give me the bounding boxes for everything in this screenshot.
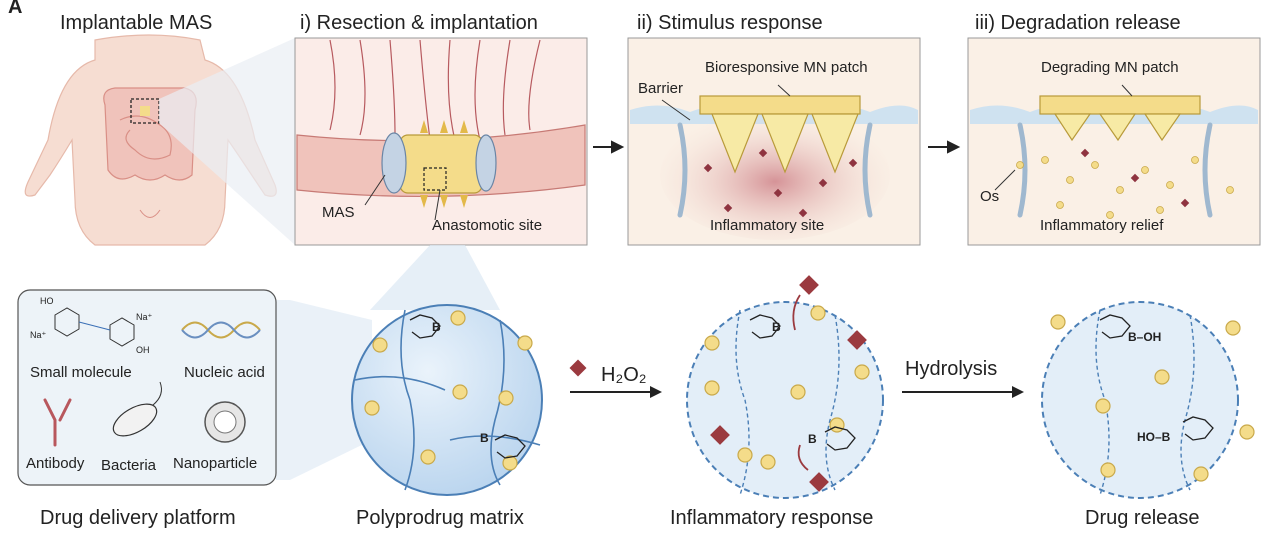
polyprodrug-matrix (351, 304, 543, 496)
chem-na-plus: Na⁺ (136, 312, 153, 322)
stimulus-panel (627, 37, 921, 246)
drug-delivery-platform-box (17, 289, 277, 486)
drug-dots (1016, 156, 1234, 219)
boronate-rings (409, 314, 1214, 459)
small-molecule-label: Small molecule (30, 364, 132, 381)
matrix-boron-2: B (480, 431, 489, 445)
antibody-label: Antibody (26, 455, 85, 472)
zoom-wedge (159, 38, 295, 245)
release-ho-b: HO–B (1137, 430, 1171, 444)
mas-label: MAS (322, 204, 355, 221)
matrix-zoom-wedge (370, 245, 500, 310)
caption-release: Drug release (1085, 507, 1200, 529)
barrier-label: Barrier (638, 80, 684, 97)
chem-ho: HO (40, 296, 54, 306)
bioresponsive-patch-label: Bioresponsive MN patch (705, 59, 868, 76)
degradation-panel (967, 37, 1261, 246)
nucleic-acid-label: Nucleic acid (184, 364, 265, 381)
degrading-patch-label: Degrading MN patch (1041, 59, 1179, 76)
matrix-drugs (364, 310, 533, 471)
chem-oh: OH (136, 345, 150, 355)
h2o2-label: H₂O₂ (601, 364, 647, 386)
matrix-boron-1: B (432, 320, 441, 334)
top-arrows (593, 140, 961, 154)
inflammatory-site-label: Inflammatory site (710, 217, 825, 234)
chem-na-plus-2: Na⁺ (30, 330, 47, 340)
hydrolysis-label: Hydrolysis (905, 358, 998, 380)
step3-title: iii) Degradation release (975, 12, 1181, 34)
bacteria-label: Bacteria (101, 457, 157, 474)
os-label: Os (980, 188, 1000, 205)
response-boron-1: B (772, 320, 781, 334)
hydrolysis-arrow (902, 386, 1024, 398)
drug-release-sphere (1041, 301, 1255, 499)
panel-letter: A (8, 0, 23, 18)
inflammatory-relief-label: Inflammatory relief (1040, 217, 1164, 234)
h2o2-arrow (569, 359, 662, 398)
step2-title: ii) Stimulus response (637, 12, 823, 34)
step1-title: i) Resection & implantation (300, 12, 538, 34)
nanoparticle-label: Nanoparticle (173, 455, 258, 472)
resection-panel (294, 37, 588, 246)
inflammatory-response-sphere (686, 275, 884, 499)
anastomotic-site-label: Anastomotic site (432, 217, 543, 234)
caption-response: Inflammatory response (670, 507, 874, 529)
caption-platform: Drug delivery platform (40, 507, 236, 529)
response-boron-2: B (808, 432, 817, 446)
body-title: Implantable MAS (60, 12, 213, 34)
release-b-oh: B–OH (1128, 330, 1162, 344)
caption-matrix: Polyprodrug matrix (356, 507, 524, 529)
